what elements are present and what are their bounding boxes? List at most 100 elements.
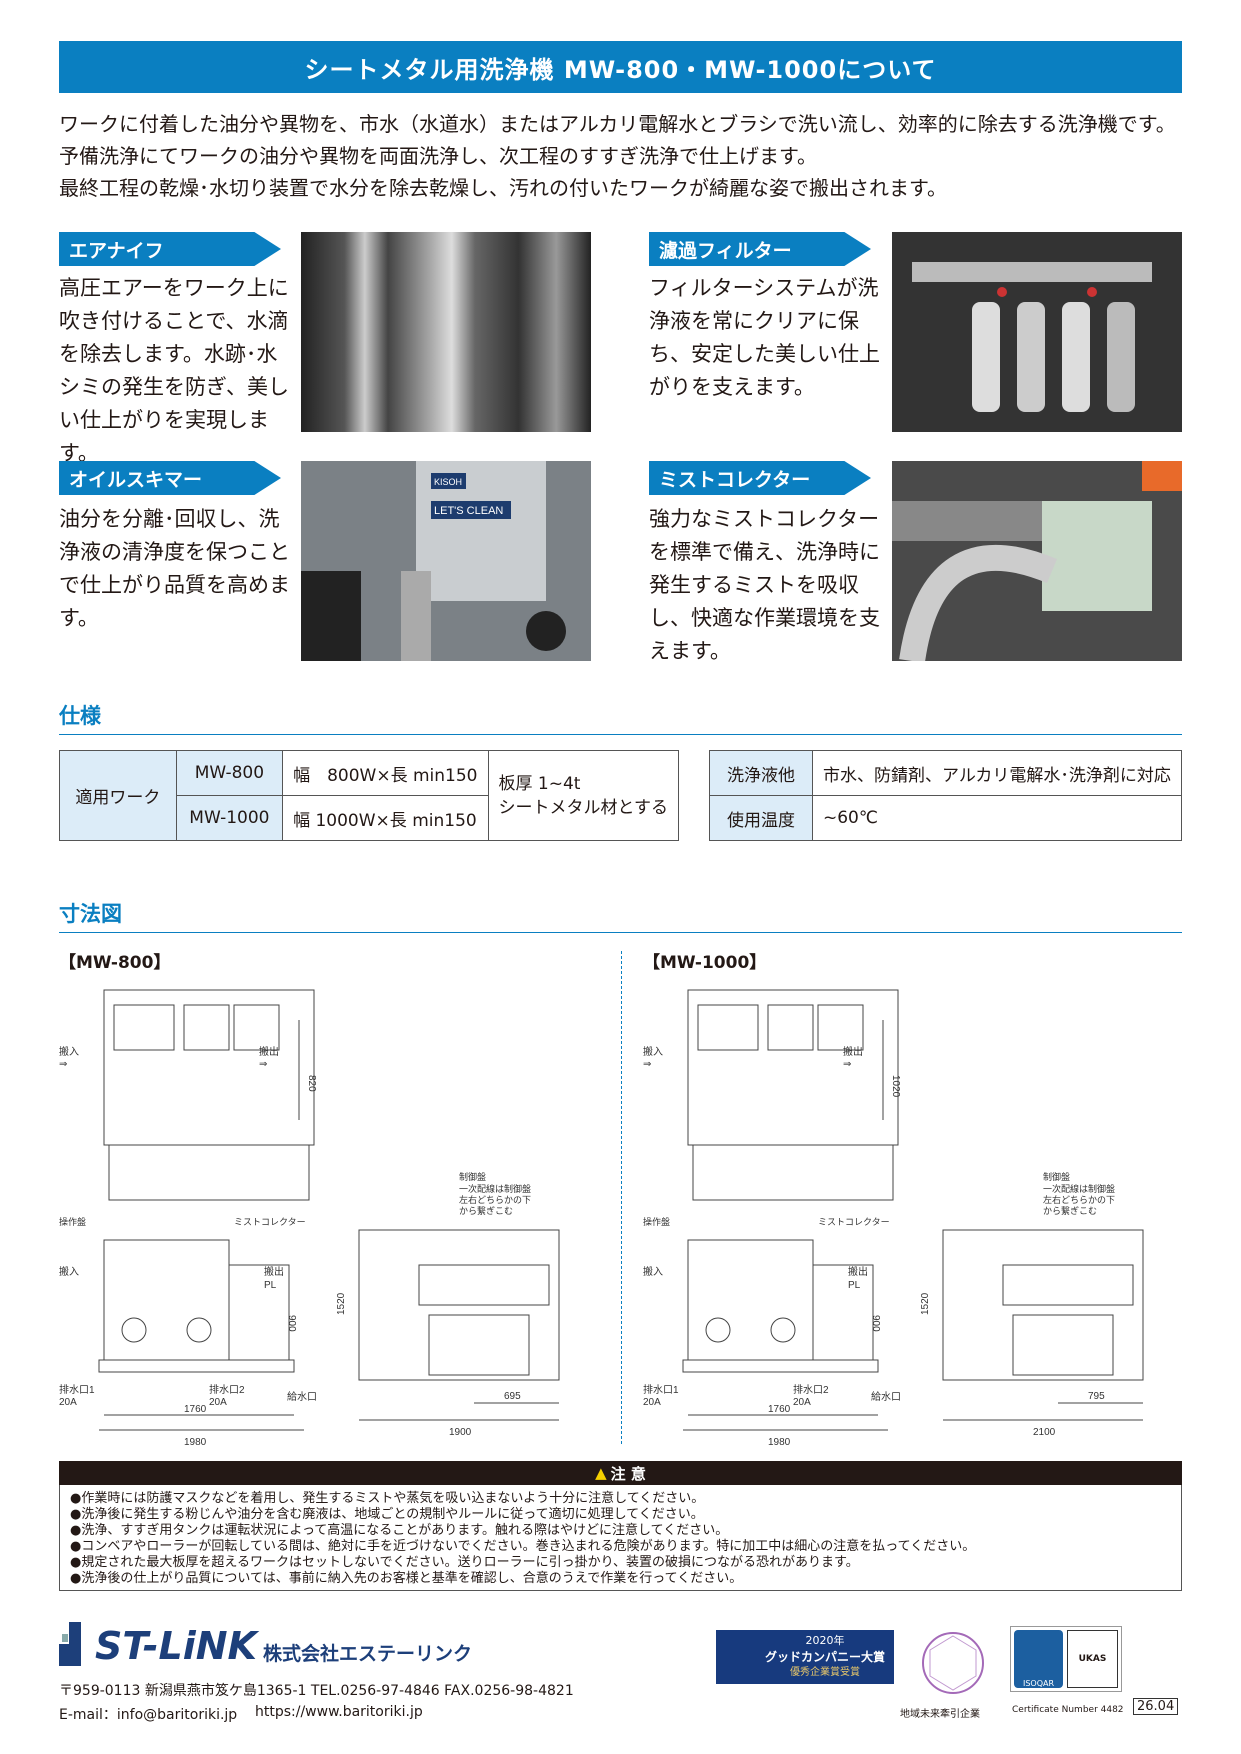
drain1-label: 排水口1 <box>643 1383 679 1396</box>
caution-item: ●洗浄後の仕上がり品質については、事前に納入先のお客様と基準を確認し、合意のうえ… <box>70 1571 743 1586</box>
supply-label: 給水口 <box>871 1390 901 1403</box>
regional-label: 地域未来牽引企業 <box>900 1709 980 1720</box>
divider <box>59 734 1182 735</box>
mist-collector-photo <box>892 461 1182 661</box>
drain1-size: 20A <box>643 1397 661 1408</box>
thickness-range: 板厚 1~4t <box>498 773 581 794</box>
pl-height: 900 <box>870 1315 881 1332</box>
feature-label-filter: 濾過フィルター <box>649 232 871 266</box>
certification-logos: ISOQAR UKAS <box>1010 1626 1122 1692</box>
caution-item: ●コンベアやローラーが回転している間は、絶対に手を近づけないでください。巻き込ま… <box>70 1539 976 1554</box>
side-height: 1520 <box>336 1292 347 1315</box>
award-badge: 2020年 グッドカンパニー大賞 優秀企業賞受賞 <box>716 1630 894 1684</box>
top-height: 1020 <box>890 1075 901 1098</box>
side-view-cabinet <box>428 1314 530 1376</box>
filter-photo <box>892 232 1182 432</box>
website-link[interactable]: https://www.baritoriki.jp <box>255 1704 423 1720</box>
side-width: 2100 <box>1033 1427 1056 1438</box>
top-view-base <box>108 1144 310 1201</box>
ctrl-label: 制御盤 <box>1043 1171 1070 1182</box>
spec-value: 市水、防錆剤、アルカリ電解水･洗浄剤に対応 <box>812 750 1182 796</box>
out-label: 搬出 <box>264 1265 284 1278</box>
pl-height: 900 <box>286 1315 297 1332</box>
logo-mark-icon <box>59 1622 81 1666</box>
front-view-filters <box>228 1264 290 1361</box>
spec-heading: 仕様 <box>59 704 101 728</box>
top-view-cover <box>697 1004 759 1051</box>
side-width: 1900 <box>449 1427 472 1438</box>
in-label: 搬入 <box>643 1265 663 1278</box>
top-view-cover <box>113 1004 175 1051</box>
out-arrow: ⇒ <box>843 1059 851 1070</box>
model-name: MW-800 <box>175 750 284 796</box>
drawing-label: 【MW-1000】 <box>643 953 767 973</box>
company-logo: ST-LiNK 株式会社エステーリンク <box>59 1622 472 1666</box>
port-circle <box>705 1317 731 1343</box>
intro-line: 最終工程の乾燥･水切り装置で水分を除去乾燥し、汚れの付いたワークが綺麗な姿で搬出… <box>59 176 947 200</box>
panel-label: 操作盤 <box>59 1216 86 1227</box>
ctrl-note: から繋ぎこむ <box>1043 1205 1097 1216</box>
side-height: 1520 <box>920 1292 931 1315</box>
drawing-label: 【MW-800】 <box>59 953 171 973</box>
air-knife-photo <box>301 232 591 432</box>
out-label: 搬出 <box>848 1265 868 1278</box>
model-size: 幅 1000W×長 min150 <box>282 795 489 841</box>
drain1-label: 排水口1 <box>59 1383 95 1396</box>
spec-label: 使用温度 <box>709 795 813 841</box>
logo-text: ST-LiNK <box>95 1624 257 1668</box>
certificate-number: Certificate Number 4482 <box>1012 1705 1124 1715</box>
warning-icon: ▲ <box>595 1464 607 1482</box>
model-name: MW-1000 <box>175 795 284 841</box>
company-name: 株式会社エステーリンク <box>262 1643 472 1665</box>
top-view-frame <box>103 989 315 1146</box>
caution-header: ▲注 意 <box>59 1461 1182 1485</box>
top-view-frame <box>687 989 899 1146</box>
caution-item: ●規定された最大板厚を超えるワークはセットしないでください。送りローラーに引っ掛… <box>70 1555 859 1570</box>
regional-logo-icon <box>922 1632 984 1694</box>
intro-line: 予備洗浄にてワークの油分や異物を両面洗浄し、次工程のすすぎ洗浄で仕上げます。 <box>59 144 817 168</box>
top-view-cover <box>817 1004 864 1051</box>
side-view-cabinet <box>1012 1314 1114 1376</box>
in-arrow: ⇒ <box>59 1059 67 1070</box>
port-circle <box>121 1317 147 1343</box>
front-view-tank <box>687 1239 814 1361</box>
divider <box>59 932 1182 933</box>
spec-label: 洗浄液他 <box>709 750 813 796</box>
in-arrow: ⇒ <box>643 1059 651 1070</box>
side-view-conveyor <box>418 1264 550 1306</box>
material: シートメタル材とする <box>498 797 669 818</box>
ctrl-note: 左右どちらかの下 <box>459 1194 531 1205</box>
top-view-base <box>692 1144 894 1201</box>
panel-label: 操作盤 <box>643 1216 670 1227</box>
port-circle <box>186 1317 212 1343</box>
model-size: 幅 800W×長 min150 <box>282 750 489 796</box>
email[interactable]: E-mail：info@baritoriki.jp <box>59 1707 238 1723</box>
thickness: 板厚 1~4t シートメタル材とする <box>487 750 679 841</box>
drain2-label: 排水口2 <box>209 1383 245 1396</box>
photo-brand: LET'S CLEAN <box>434 505 503 517</box>
award-name: グッドカンパニー大賞 <box>764 1650 885 1664</box>
caution-item: ●洗浄、すすぎ用タンクは運転状況によって高温になることがあります。触れる際はやけ… <box>70 1523 729 1538</box>
feature-label-mist-collector: ミストコレクター <box>649 461 871 495</box>
dimension-drawing-mw800: 搬入⇒搬出⇒820操作盤ミストコレクター搬入搬出PL900排水口120A排水口2… <box>59 989 560 1448</box>
inner-width: 1760 <box>768 1404 791 1415</box>
feature-text: 強力なミストコレクターを標準で備え、洗浄時に発生するミストを吸収し、快適な作業環… <box>649 507 880 663</box>
side-view-conveyor <box>1002 1264 1134 1306</box>
divider <box>621 951 622 1444</box>
ukas-logo: UKAS <box>1067 1630 1118 1688</box>
supply-label: 給水口 <box>287 1390 317 1403</box>
front-view-frame <box>682 1359 879 1373</box>
in-label: 搬入 <box>59 1045 79 1058</box>
outer-width: 1980 <box>184 1437 207 1448</box>
dims-heading: 寸法図 <box>59 902 122 926</box>
drain1-size: 20A <box>59 1397 77 1408</box>
port-circle <box>770 1317 796 1343</box>
caution-title: 注 意 <box>610 1464 646 1483</box>
feature-text: 油分を分離･回収し、洗浄液の清浄度を保つことで仕上がり品質を高めます。 <box>59 507 290 630</box>
pl-label: PL <box>848 1280 861 1291</box>
side-view-body <box>942 1229 1144 1381</box>
mist-label: ミストコレクター <box>234 1217 306 1227</box>
page-title: シートメタル用洗浄機 MW-800・MW-1000について <box>59 41 1182 93</box>
front-view-filters <box>812 1264 874 1361</box>
